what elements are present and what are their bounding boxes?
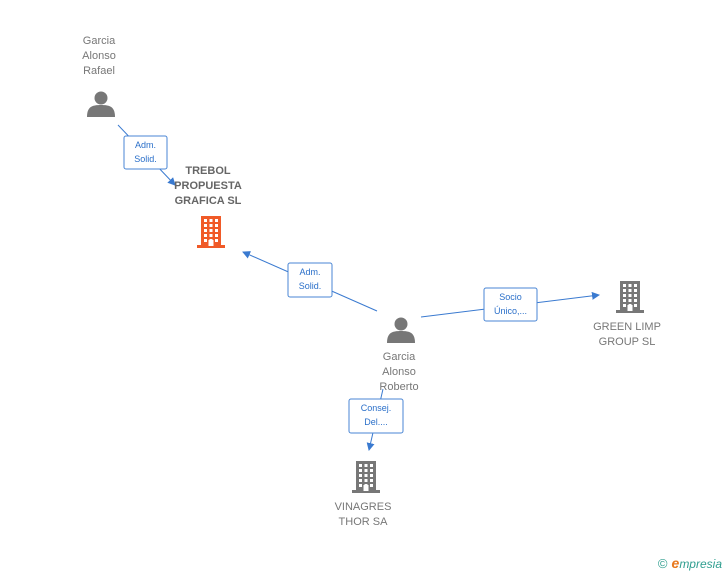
edge-label-e4[interactable]: Consej. Del.... xyxy=(348,398,404,434)
edge-label-e2[interactable]: Adm. Solid. xyxy=(287,262,333,298)
edge-label-e3[interactable]: SocioÚnico,... xyxy=(483,287,538,322)
edge-label-line: Consej. xyxy=(361,403,392,413)
node-label-line: Roberto xyxy=(379,381,418,393)
node-label-line: Garcia xyxy=(83,35,116,47)
node-label-line: TREBOL xyxy=(185,165,231,177)
node-label-line: THOR SA xyxy=(339,516,389,528)
building-icon[interactable] xyxy=(352,461,380,493)
node-vinagres[interactable]: VINAGRES THOR SA xyxy=(335,461,392,528)
node-label-line: Alonso xyxy=(382,366,416,378)
edge-label-line: Único,... xyxy=(494,306,527,316)
edge-label-line: Adm. xyxy=(135,140,156,150)
edge-label-e1[interactable]: Adm. Solid. xyxy=(123,135,168,170)
edge-label-box xyxy=(483,287,538,322)
edge-label-box xyxy=(348,398,404,434)
person-icon[interactable] xyxy=(87,91,115,118)
node-label-line: PROPUESTA xyxy=(174,180,242,192)
node-label-line: GREEN LIMP xyxy=(593,321,661,333)
node-label-line: Garcia xyxy=(383,351,416,363)
person-icon[interactable] xyxy=(387,317,415,344)
node-label-line: GROUP SL xyxy=(599,336,656,348)
node-label-line: Rafael xyxy=(83,65,115,77)
copyright-symbol: © xyxy=(657,556,668,571)
brand-logo-text: mpresia xyxy=(679,557,722,571)
edge-label-line: Del.... xyxy=(364,417,388,427)
building-icon[interactable] xyxy=(616,281,644,313)
footer-brand[interactable]: ©empresia xyxy=(658,555,722,571)
edge-label-box xyxy=(123,135,168,170)
edge-label-box xyxy=(287,262,333,298)
node-label-line: Alonso xyxy=(82,50,116,62)
edge-label-line: Solid. xyxy=(134,154,157,164)
edge-label-line: Solid. xyxy=(299,281,322,291)
edge-label-line: Adm. xyxy=(299,267,320,277)
brand-logo-initial: e xyxy=(671,555,680,571)
node-label-line: GRAFICA SL xyxy=(175,195,242,207)
focus-building-icon[interactable] xyxy=(197,216,225,248)
node-greenlimp[interactable]: GREEN LIMP GROUP SL xyxy=(593,281,661,348)
node-trebol[interactable]: TREBOL PROPUESTA GRAFICA SL xyxy=(174,165,242,248)
node-label-line: VINAGRES xyxy=(335,501,392,513)
edge-label-line: Socio xyxy=(499,292,522,302)
